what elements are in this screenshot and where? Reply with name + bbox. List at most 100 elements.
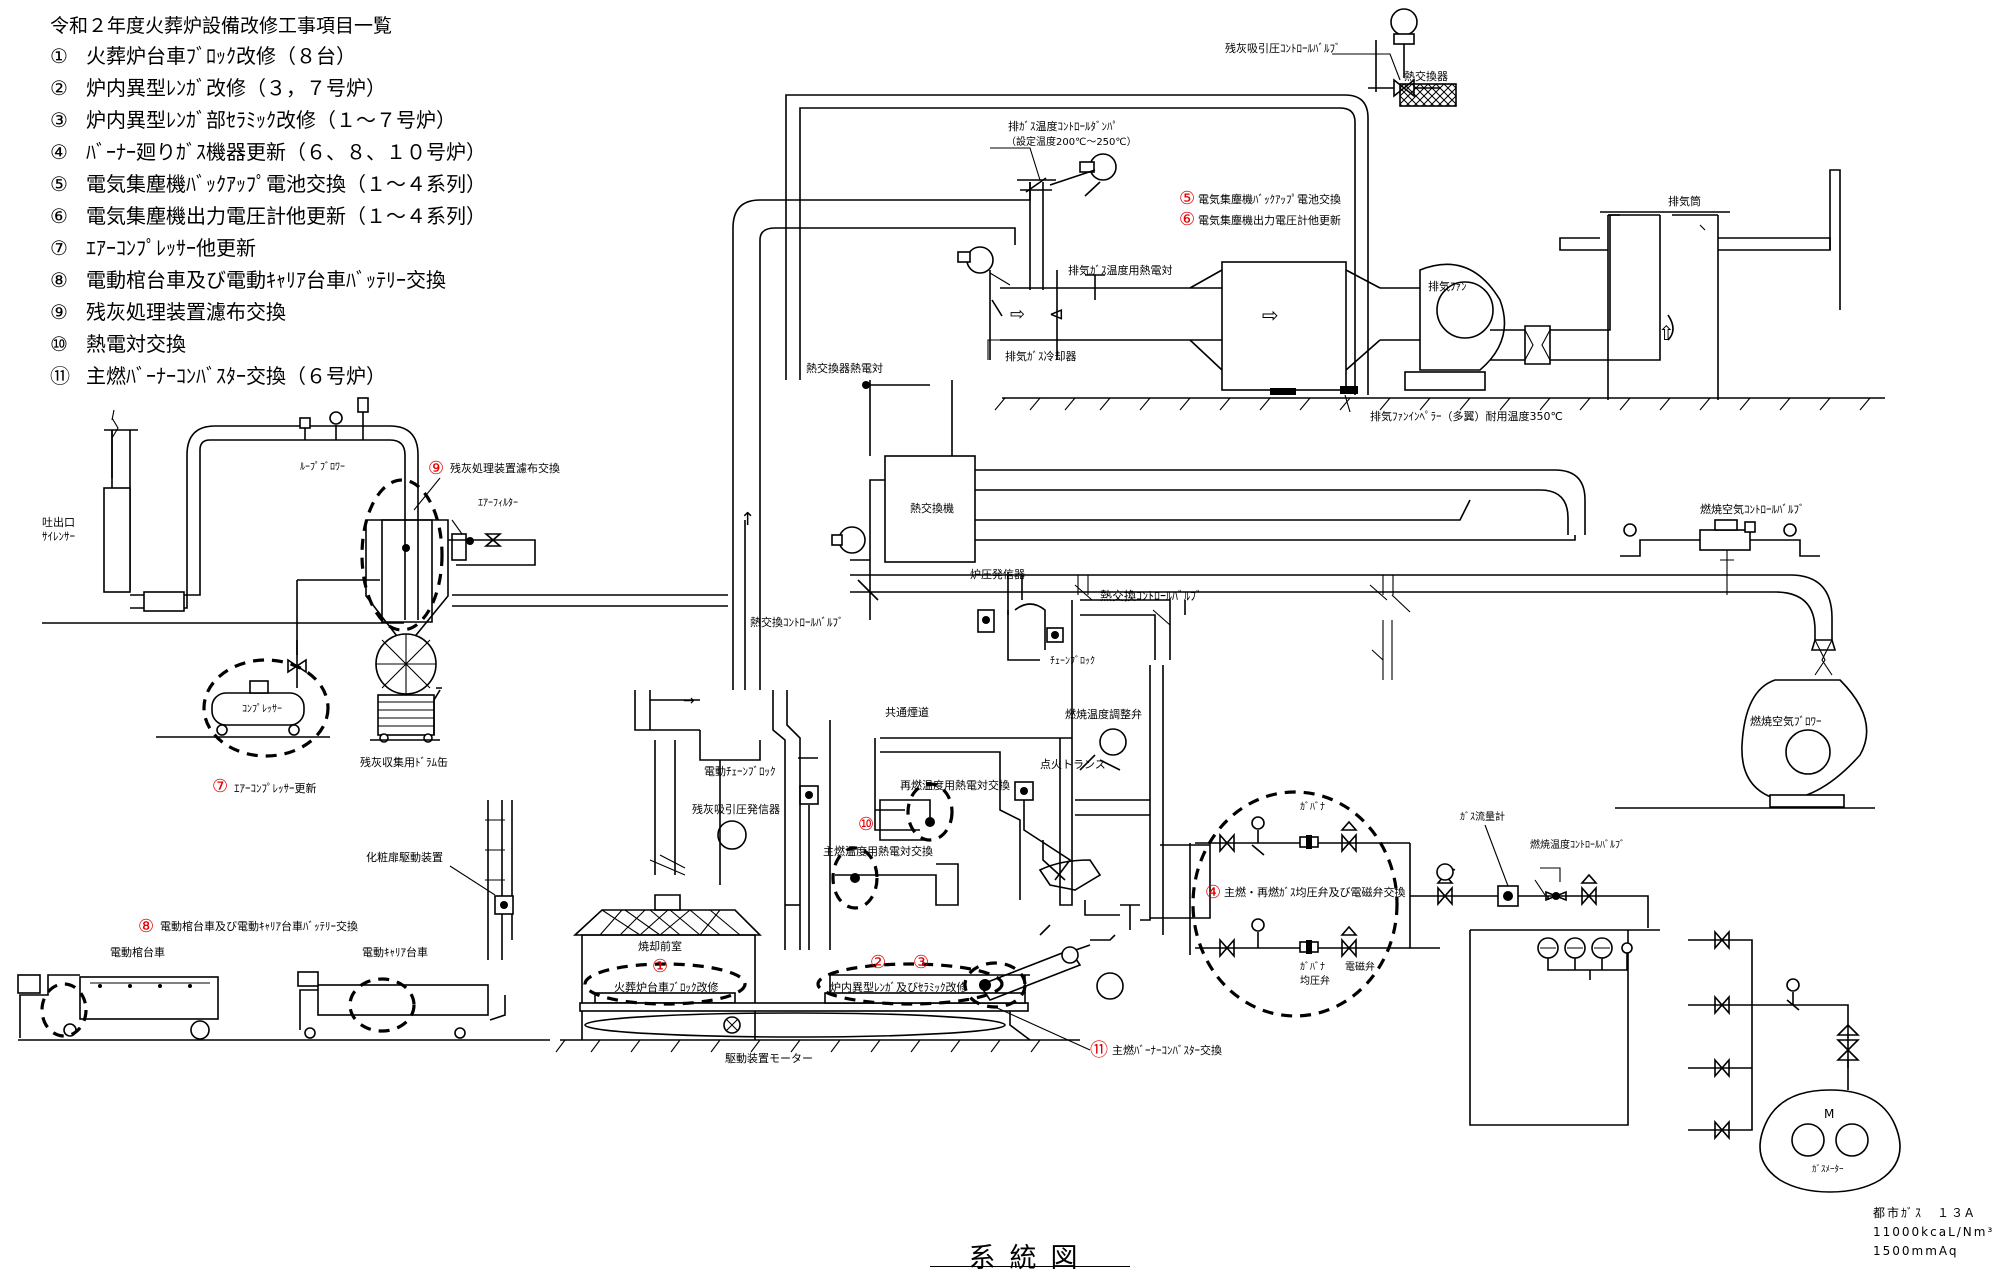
marker-5: ⑤ [1179,188,1195,209]
flow-arrow-icon: → [683,693,695,709]
work-item-text: 電動棺台車及び電動ｷｬﾘｱ台車ﾊﾞｯﾃﾘｰ交換 [86,268,446,292]
gas-meter [1759,1089,1901,1193]
burner [978,949,1082,1001]
work-item-text: 電気集塵機ﾊﾞｯｸｱｯﾌﾟ電池交換（１～４系列） [86,172,486,196]
work-item-text: ﾊﾞｰﾅｰ廻りｶﾞｽ機器更新（６、８、１０号炉） [86,140,486,164]
item23-note: 炉内異型ﾚﾝｶﾞ及びｾﾗﾐｯｸ改修 [830,980,968,994]
callout-8-ring-1 [40,982,88,1038]
burner-actuator-icon [1096,972,1124,1000]
gas-valve-label: ｶﾞﾊﾞﾅ [1300,801,1325,813]
item9-note: 残灰処理装置濾布交換 [450,461,560,475]
combustion-temp-cv-label: 燃焼温度ｺﾝﾄﾛｰﾙﾊﾞﾙﾌﾞ [1530,838,1625,851]
cooler-actuator-icon [966,246,994,274]
item8-note: 電動棺台車及び電動ｷｬﾘｱ台車ﾊﾞｯﾃﾘｰ交換 [160,919,358,933]
solenoid-label: 電磁弁 [1345,960,1375,973]
coffin-cart-label: 電動棺台車 [110,945,165,959]
exhaust-temp-damper-label: 排ｶﾞｽ温度ｺﾝﾄﾛｰﾙﾀﾞﾝﾊﾟ [1008,119,1118,133]
hx-valve-actuator-icon [838,526,866,554]
heat-exchanger [884,455,976,563]
reburn-thermocouple-label: 再燃温度用熱電対交換 [900,778,1010,792]
gas-calorie: 11000kcaL/Nm³ [1873,1225,1993,1239]
furnace-section: 共通煙道 燃焼温度調整弁 再燃温度用熱電対交換 ⑩ 点火トランス 電動ﾁｪｰﾝﾌ… [555,600,1222,1065]
air-filter-label: ｴｱｰﾌｨﾙﾀｰ [478,497,518,509]
outlet-silencer-label-2: ｻｲﾚﾝｻｰ [42,530,75,543]
flow-arrow-left-icon: ⊲ [1049,304,1064,325]
marker-10: ⑩ [858,814,874,835]
hx-control-valve-label-2: 熱交換ｺﾝﾄﾛｰﾙﾊﾞﾙﾌﾞ [750,615,844,629]
work-item-6: ⑥ 電気集塵機出力電圧計他更新（１～４系列） [50,200,486,232]
exhaust-section: 残灰吸引圧ｺﾝﾄﾛｰﾙﾊﾞﾙﾌﾞ 熱交換器 排ｶﾞｽ温度ｺﾝﾄﾛｰﾙﾀﾞﾝﾊﾟ … [732,8,1885,690]
cyclone-body [381,519,433,623]
compressor-label: ｺﾝﾌﾟﾚｯｻｰ [242,703,282,715]
carts-section: 化粧扉駆動装置 ⑧ 電動棺台車及び電動ｷｬﾘｱ台車ﾊﾞｯﾃﾘｰ交換 電動棺台車 … [17,800,550,1041]
flow-arrow-right-icon: ⇨ [1010,304,1025,325]
marker-3: ③ [913,952,929,973]
list-title: 令和２年度火葬炉設備改修工事項目一覧 [50,15,393,37]
heat-exchanger-top [1399,83,1457,107]
common-flue-label: 共通煙道 [885,705,929,719]
set-temp-label: （設定温度200℃～250℃） [1006,135,1137,148]
work-item-number: ③ [50,108,68,132]
gas-section: ｶﾞﾊﾞﾅ ④ 主燃・再燃ｶﾞｽ均圧弁及び電磁弁交換 ｶﾞﾊﾞﾅ 均圧弁 電磁弁… [1189,790,1901,1193]
work-item-number: ⑪ [50,364,70,388]
conveyor-belt [584,1012,1006,1038]
callout-9-ring [360,478,444,632]
work-item-number: ④ [50,140,68,164]
gas-type: 都市ｶﾞｽ １３A [1873,1206,1976,1220]
work-item-4: ④ ﾊﾞｰﾅｰ廻りｶﾞｽ機器更新（６、８、１０号炉） [50,136,486,168]
work-item-text: 主燃ﾊﾞｰﾅｰｺﾝﾊﾞｽﾀｰ交換（６号炉） [86,364,386,388]
ash-suction-valve-actuator-icon [1390,8,1418,36]
ash-suction-transmitter-icon [717,820,747,850]
updraft-arrow-icon: ↑ [740,509,755,530]
gas-flowmeter-label: ｶﾞｽ流量計 [1460,810,1505,823]
callout-4-ring [1191,790,1399,1018]
drum [377,694,435,736]
silencer-tower [103,487,131,593]
loop-blower-label: ﾙｰﾌﾟﾌﾞﾛﾜｰ [300,461,345,473]
governor-label-1: ｶﾞﾊﾞﾅ [1300,961,1325,973]
work-item-8: ⑧ 電動棺台車及び電動ｷｬﾘｱ台車ﾊﾞｯﾃﾘｰ交換 [50,264,486,296]
marker-9: ⑨ [428,458,444,479]
work-item-5: ⑤ 電気集塵機ﾊﾞｯｸｱｯﾌﾟ電池交換（１～４系列） [50,168,486,200]
combustion-air-blower [1741,679,1868,801]
fan-impeller-label: 排気ﾌｧﾝｲﾝﾍﾟﾗｰ（多翼）耐用温度350℃ [1370,409,1563,423]
ash-suction-transmitter-label: 残灰吸引圧発信器 [692,802,780,816]
work-item-text: ｴｱｰｺﾝﾌﾟﾚｯｻｰ他更新 [86,236,256,260]
electrostatic-precipitator [1221,261,1347,391]
callout-10-ring [906,782,954,842]
marker-11: ⑪ [1090,1040,1108,1061]
combustion-temp-valve-label: 燃焼温度調整弁 [1065,707,1142,721]
gas-meter-m-label: M [1824,1107,1834,1121]
hx-thermocouple-label: 熱交換器熱電対 [806,361,883,375]
heat-exchanger-label: 熱交換機 [910,501,954,515]
hx-control-valve-label: 熱交換ｺﾝﾄﾛｰﾙﾊﾞﾙﾌﾞ [1100,588,1202,603]
exhaust-thermocouple-label: 排気ｶﾞｽ温度用熱電対 [1068,263,1173,277]
work-item-text: 炉内異型ﾚﾝｶﾞ改修（３，７号炉） [86,76,386,100]
work-item-number: ⑨ [50,300,68,324]
combustion-air-valve-label: 燃焼空気ｺﾝﾄﾛｰﾙﾊﾞﾙﾌﾞ [1700,502,1805,516]
marker-7: ⑦ [212,776,228,797]
title-underline [930,1266,1130,1267]
ash-suction-valve-label: 残灰吸引圧ｺﾝﾄﾛｰﾙﾊﾞﾙﾌﾞ [1225,41,1341,55]
work-item-text: 炉内異型ﾚﾝｶﾞ部ｾﾗﾐｯｸ改修（１～７号炉） [86,108,456,132]
marker-2: ② [870,952,886,973]
work-item-text: 残灰処理装置濾布交換 [86,300,286,324]
combustion-air-blower-label: 燃焼空気ﾌﾞﾛﾜｰ [1750,714,1822,728]
heat-exchange-section: 熱交換機 ↑ 熱交換ｺﾝﾄﾛｰﾙﾊﾞﾙﾌﾞ 熱交換ｺﾝﾄﾛｰﾙﾊﾞﾙﾌﾞ 炉圧発… [740,380,1875,809]
work-item-text: 電気集塵機出力電圧計他更新（１～４系列） [86,204,486,228]
work-item-number: ⑥ [50,204,68,228]
work-item-number: ⑤ [50,172,68,196]
gas-cooler-label: 排気ｶﾞｽ冷却器 [1005,349,1077,363]
marker-8: ⑧ [138,916,154,937]
item1-note: 火葬炉台車ﾌﾞﾛｯｸ改修 [614,980,719,994]
front-room-hood [572,909,762,936]
item11-note: 主燃ﾊﾞｰﾅｰｺﾝﾊﾞｽﾀｰ交換 [1112,1043,1222,1057]
front-room-label: 焼却前室 [638,939,682,953]
marker-1: ① [652,956,668,977]
work-item-9: ⑨ 残灰処理装置濾布交換 [50,296,486,328]
work-item-number: ⑧ [50,268,68,292]
callout-11-main-ring [831,846,879,910]
